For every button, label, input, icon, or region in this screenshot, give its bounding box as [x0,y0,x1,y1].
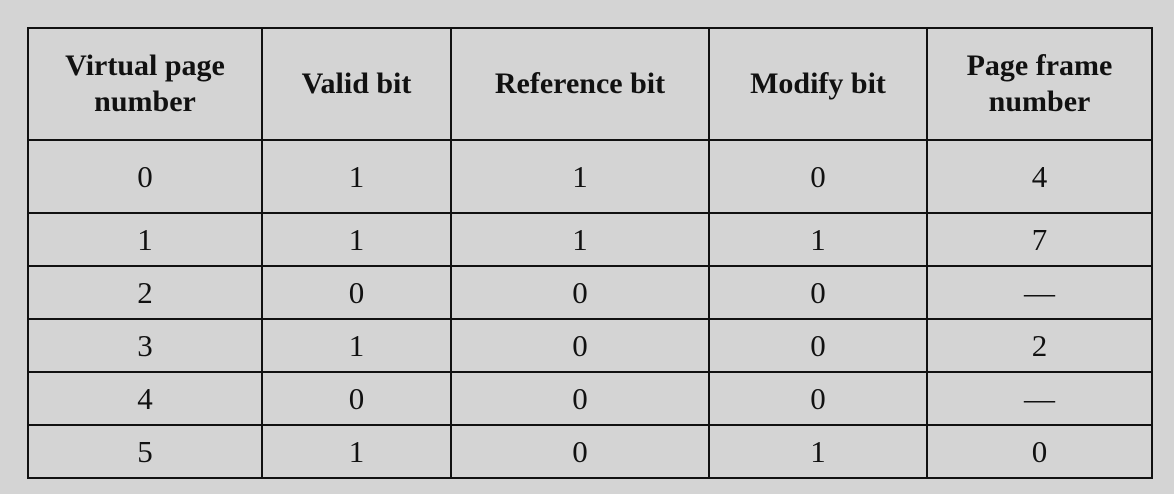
table-row: 4 0 0 0 — [27,371,1153,426]
header-page-frame-number: Page frame number [926,27,1153,141]
cell-modify-bit: 0 [708,318,928,373]
cell-reference-bit: 1 [450,139,710,214]
table-row: 1 1 1 1 7 [27,212,1153,267]
cell-modify-bit: 1 [708,212,928,267]
cell-valid-bit: 1 [261,139,452,214]
cell-reference-bit: 1 [450,212,710,267]
cell-valid-bit: 1 [261,424,452,479]
cell-page-frame: 7 [926,212,1153,267]
cell-reference-bit: 0 [450,371,710,426]
table-row: 5 1 0 1 0 [27,424,1153,479]
cell-page-frame: 2 [926,318,1153,373]
cell-page-frame: — [926,371,1153,426]
table-row: 2 0 0 0 — [27,265,1153,320]
header-reference-bit: Reference bit [450,27,710,141]
header-modify-bit: Modify bit [708,27,928,141]
cell-modify-bit: 0 [708,371,928,426]
cell-reference-bit: 0 [450,424,710,479]
cell-valid-bit: 0 [261,265,452,320]
table-row: 3 1 0 0 2 [27,318,1153,373]
cell-modify-bit: 0 [708,139,928,214]
table-row: 0 1 1 0 4 [27,139,1153,214]
cell-virtual-page: 1 [27,212,263,267]
cell-reference-bit: 0 [450,318,710,373]
cell-modify-bit: 0 [708,265,928,320]
header-virtual-page-number: Virtual page number [27,27,263,141]
cell-valid-bit: 1 [261,318,452,373]
cell-valid-bit: 1 [261,212,452,267]
cell-virtual-page: 4 [27,371,263,426]
table-header-row: Virtual page number Valid bit Reference … [27,27,1153,141]
page-table: Virtual page number Valid bit Reference … [27,27,1153,479]
cell-valid-bit: 0 [261,371,452,426]
cell-reference-bit: 0 [450,265,710,320]
cell-virtual-page: 5 [27,424,263,479]
cell-virtual-page: 0 [27,139,263,214]
cell-page-frame: 0 [926,424,1153,479]
cell-virtual-page: 3 [27,318,263,373]
cell-modify-bit: 1 [708,424,928,479]
cell-page-frame: 4 [926,139,1153,214]
cell-virtual-page: 2 [27,265,263,320]
cell-page-frame: — [926,265,1153,320]
header-valid-bit: Valid bit [261,27,452,141]
